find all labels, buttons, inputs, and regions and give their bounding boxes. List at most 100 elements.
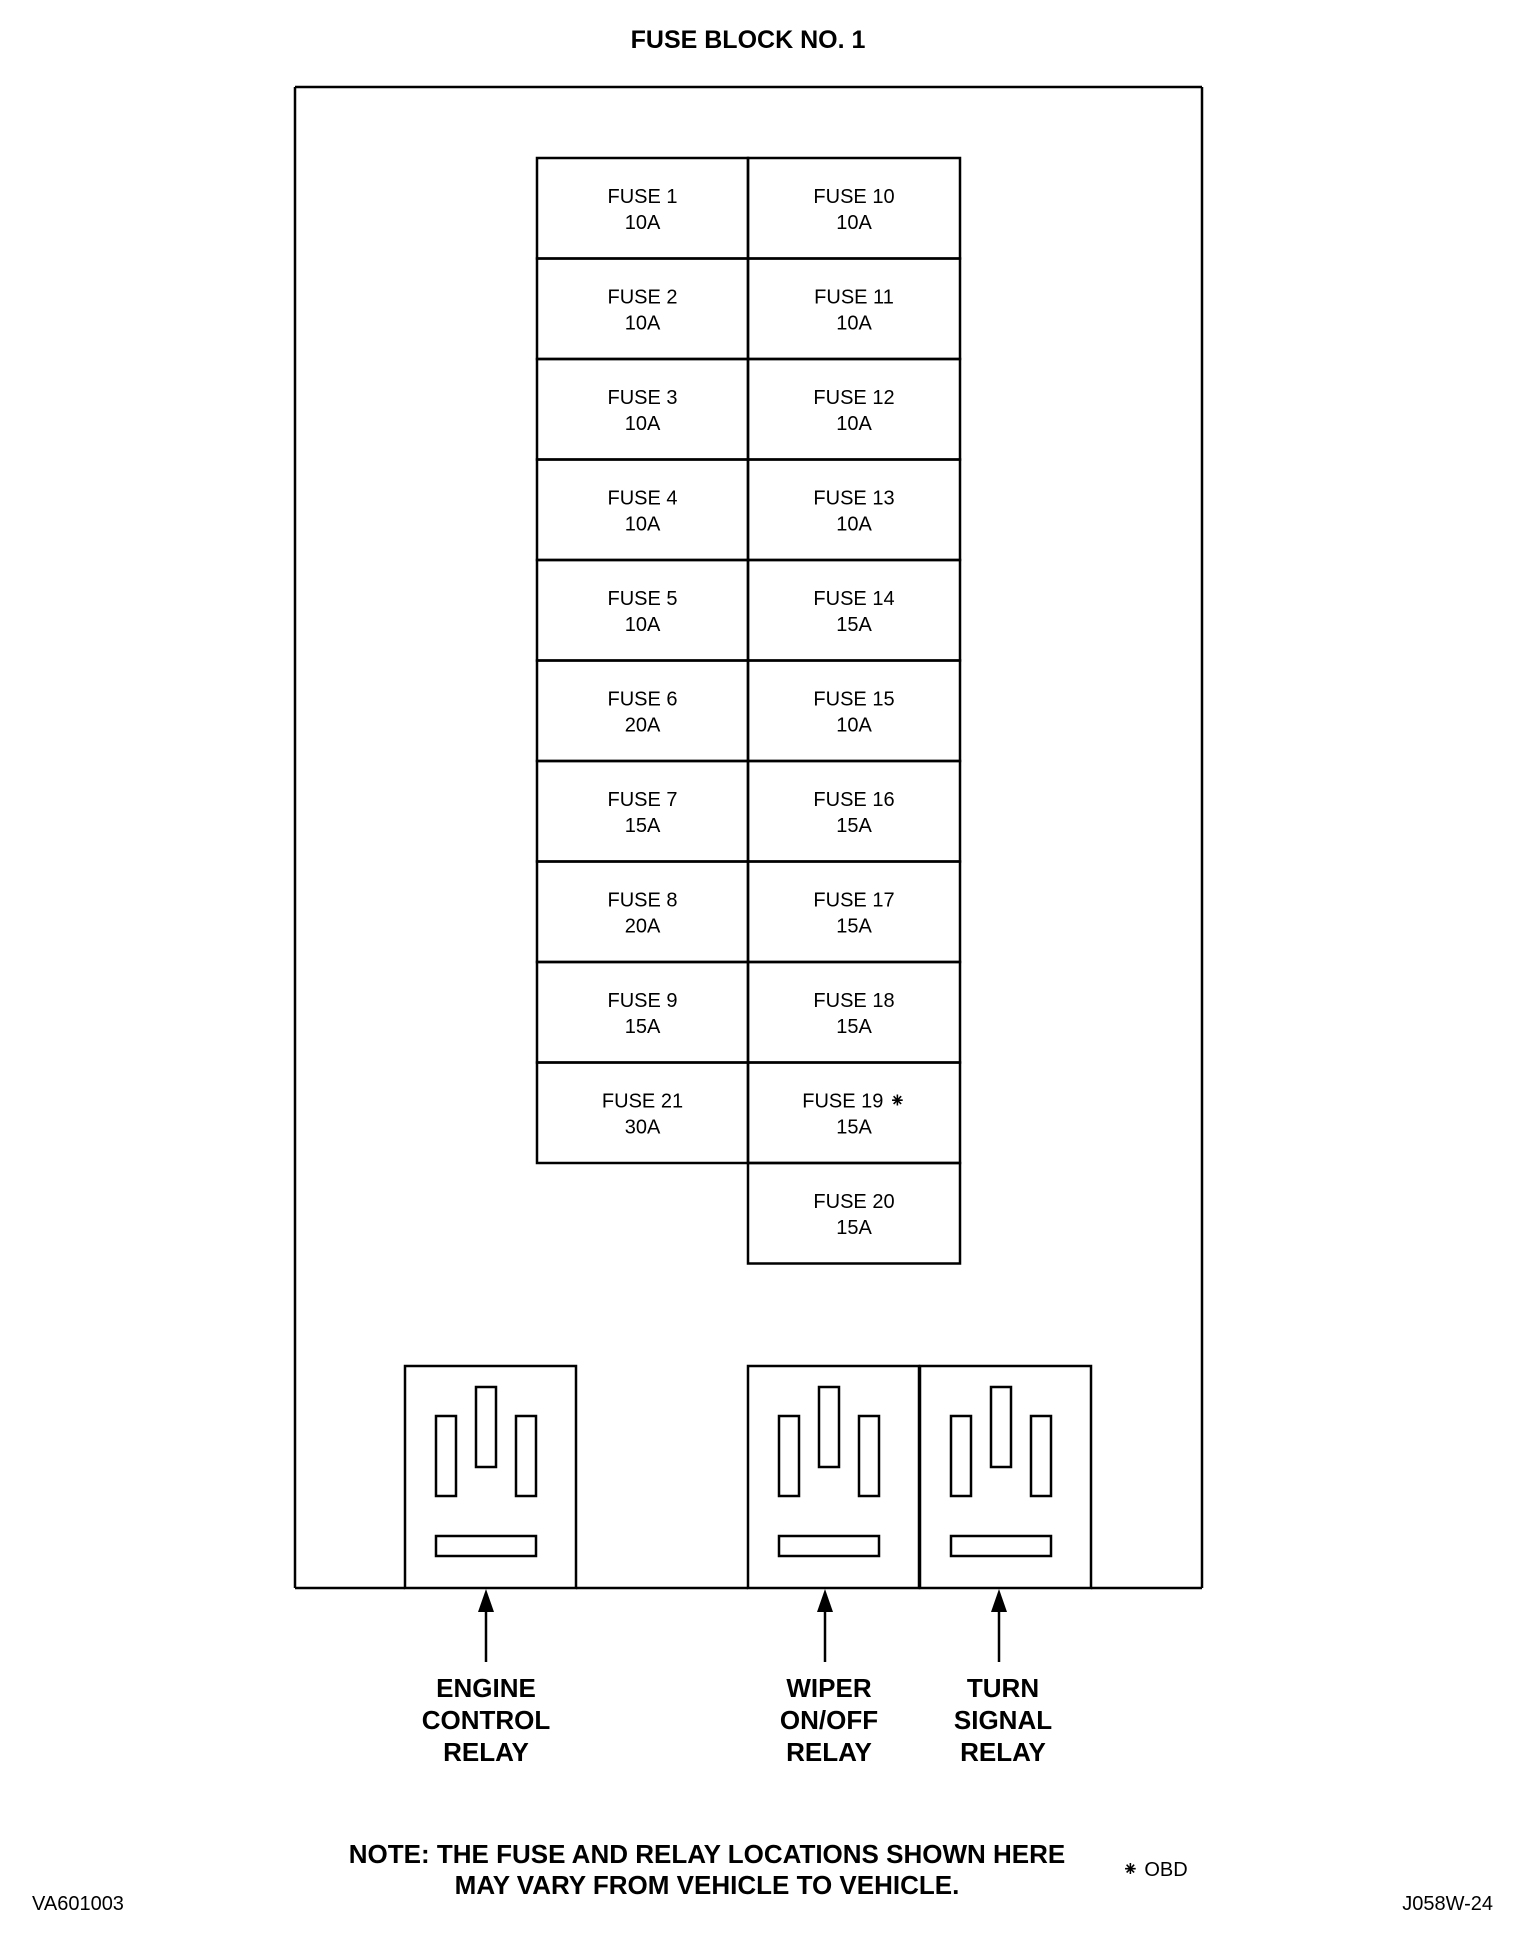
- relay-pin-bottom: [949, 1534, 1053, 1558]
- fuse-rating: 15A: [836, 1117, 872, 1139]
- svg-text:SIGNAL: SIGNAL: [954, 1705, 1052, 1735]
- fuse-rating: 15A: [836, 815, 872, 837]
- fuse-label: FUSE 1: [607, 186, 677, 208]
- relay-pin-bottom: [777, 1534, 881, 1558]
- svg-text:CONTROL: CONTROL: [422, 1705, 551, 1735]
- fuse-cell: FUSE 4 10A: [535, 458, 750, 562]
- pointer-arrow: [991, 1589, 1007, 1662]
- figure-code-left: VA601003: [32, 1893, 124, 1915]
- pointer-arrow: [478, 1589, 494, 1662]
- fuse-label: FUSE 4: [607, 488, 677, 510]
- fuse-label: FUSE 21: [602, 1091, 683, 1113]
- fuse-cell-border: [535, 458, 750, 562]
- diagram-title: FUSE BLOCK NO. 1: [631, 26, 866, 54]
- fuse-cell-border: [746, 156, 962, 260]
- relay-pin-right: [514, 1414, 538, 1498]
- fuse-rating: 15A: [836, 614, 872, 636]
- fuse-cell-border: [746, 357, 962, 461]
- fuse-rating: 10A: [836, 413, 872, 435]
- fuse-cell: FUSE 12 10A: [746, 357, 962, 461]
- relay-pin-right: [1029, 1414, 1053, 1498]
- fuse-cell-border: [746, 759, 962, 863]
- fuse-cell: FUSE 18 15A: [746, 960, 962, 1064]
- relay-pin-center: [474, 1385, 498, 1469]
- fuse-cell: FUSE 17 15A: [746, 860, 962, 964]
- fuse-rating: 20A: [625, 715, 661, 737]
- fuse-cell-border: [535, 759, 750, 863]
- fuse-label: FUSE 15: [813, 689, 894, 711]
- svg-text:RELAY: RELAY: [786, 1737, 872, 1767]
- fuse-cell-border: [746, 960, 962, 1064]
- figure-code-right: J058W-24: [1402, 1893, 1493, 1915]
- fuse-label: FUSE 14: [813, 588, 894, 610]
- relay-label-turn-signal: TURN SIGNAL RELAY: [954, 1673, 1052, 1767]
- fuse-rating: 15A: [836, 1016, 872, 1038]
- fuse-rating: 10A: [625, 614, 661, 636]
- relay-label-wiper: WIPER ON/OFF RELAY: [780, 1673, 878, 1767]
- fuse-cell-border: [535, 357, 750, 461]
- obd-legend: ⁕ OBD: [1122, 1859, 1188, 1881]
- fuse-cell-border: [535, 156, 750, 260]
- fuse-rating: 10A: [836, 514, 872, 536]
- svg-text:RELAY: RELAY: [960, 1737, 1046, 1767]
- fuse-rating: 10A: [836, 212, 872, 234]
- fuse-cell-border: [535, 860, 750, 964]
- fuse-label: FUSE 16: [813, 789, 894, 811]
- fuse-label: FUSE 8: [607, 890, 677, 912]
- fuse-cell: FUSE 2 10A: [535, 257, 750, 361]
- fuse-rating: 10A: [625, 313, 661, 335]
- relay-pin-right: [857, 1414, 881, 1498]
- fuse-cell-border: [746, 458, 962, 562]
- fuse-label: FUSE 2: [607, 287, 677, 309]
- fuse-label: FUSE 19 ⁕: [802, 1091, 905, 1113]
- relay-pin-left: [949, 1414, 973, 1498]
- relay-socket-outline: [746, 1364, 921, 1590]
- turn-signal-relay: [918, 1364, 1093, 1590]
- fuse-rating: 15A: [836, 916, 872, 938]
- fuse-cell-border: [746, 558, 962, 662]
- relay-label-engine-control: ENGINE CONTROL RELAY: [422, 1673, 551, 1767]
- fuse-cell-border: [746, 659, 962, 763]
- fuse-label: FUSE 12: [813, 387, 894, 409]
- fuse-cell-border: [535, 960, 750, 1064]
- fuse-cell-border: [746, 1061, 962, 1165]
- fuse-rating: 10A: [836, 715, 872, 737]
- fuse-label: FUSE 3: [607, 387, 677, 409]
- fuse-rating: 10A: [625, 413, 661, 435]
- svg-text:TURN: TURN: [967, 1673, 1039, 1703]
- fuse-label: FUSE 6: [607, 689, 677, 711]
- fuse-label: FUSE 11: [814, 287, 894, 309]
- fuse-label: FUSE 9: [607, 990, 677, 1012]
- fuse-cell-border: [535, 257, 750, 361]
- relay-socket-outline: [403, 1364, 578, 1590]
- relay-pin-left: [434, 1414, 458, 1498]
- fuse-cell-border: [535, 558, 750, 662]
- fuse-label: FUSE 18: [813, 990, 894, 1012]
- fuse-cell: FUSE 15 10A: [746, 659, 962, 763]
- svg-text:WIPER: WIPER: [786, 1673, 871, 1703]
- fuse-cell: FUSE 16 15A: [746, 759, 962, 863]
- fuse-rating: 10A: [836, 313, 872, 335]
- fuse-cell-border: [746, 257, 962, 361]
- relay-pin-bottom: [434, 1534, 538, 1558]
- fuse-cell: FUSE 3 10A: [535, 357, 750, 461]
- fuse-label: FUSE 7: [607, 789, 677, 811]
- svg-text:ON/OFF: ON/OFF: [780, 1705, 878, 1735]
- relay-pin-center: [817, 1385, 841, 1469]
- fuse-rating: 30A: [625, 1117, 661, 1139]
- relay-pin-left: [777, 1414, 801, 1498]
- fuse-block-housing: [293, 85, 1204, 1590]
- wiper-relay: [746, 1364, 921, 1590]
- fuse-rating: 10A: [625, 514, 661, 536]
- fuse-label: FUSE 17: [813, 890, 894, 912]
- fuse-cell: FUSE 19 ⁕ 15A: [746, 1061, 962, 1165]
- note-line-1: NOTE: THE FUSE AND RELAY LOCATIONS SHOWN…: [349, 1839, 1066, 1869]
- fuse-label: FUSE 5: [607, 588, 677, 610]
